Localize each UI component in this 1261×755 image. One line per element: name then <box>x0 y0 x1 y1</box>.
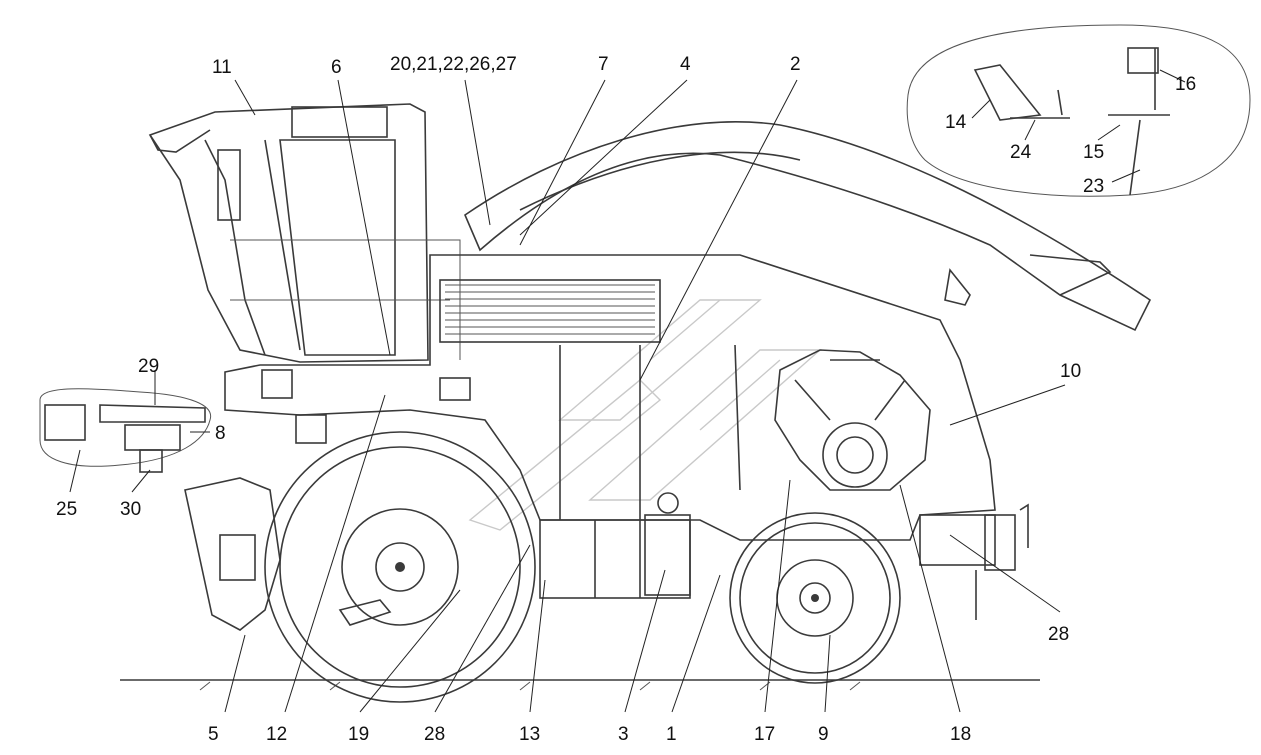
inset-spout-mech <box>906 24 1251 197</box>
callout-15: 15 <box>1083 142 1104 163</box>
callout-17: 17 <box>754 724 775 745</box>
ground-line <box>120 679 1040 691</box>
rear-wheel <box>729 512 901 684</box>
leader-lines <box>69 69 1186 713</box>
body <box>224 254 996 566</box>
callout-2: 2 <box>790 54 801 75</box>
callout-28-bottom: 28 <box>424 724 445 745</box>
callout-30: 30 <box>120 499 141 520</box>
front-wheel <box>264 431 536 703</box>
front-hydraulics <box>184 414 392 631</box>
callout-5: 5 <box>208 724 219 745</box>
callout-1: 1 <box>666 724 677 745</box>
rear-hitch <box>975 503 1029 620</box>
engine <box>774 349 931 491</box>
callout-8: 8 <box>215 423 226 444</box>
callout-28-right: 28 <box>1048 624 1069 645</box>
callout-12: 12 <box>266 724 287 745</box>
callout-24: 24 <box>1010 142 1032 163</box>
callout-18: 18 <box>950 724 971 745</box>
callout-labels: 11 6 20,21,22,26,27 7 4 2 14 24 16 15 23… <box>56 54 1196 745</box>
callout-25: 25 <box>56 499 77 520</box>
tank <box>539 492 691 599</box>
callout-14: 14 <box>945 112 967 133</box>
callout-3: 3 <box>618 724 629 745</box>
callout-19: 19 <box>348 724 369 745</box>
callout-11: 11 <box>212 57 232 78</box>
inset-mount <box>39 388 212 473</box>
callout-7: 7 <box>598 54 609 75</box>
callout-4: 4 <box>680 54 691 75</box>
callout-10: 10 <box>1060 361 1081 382</box>
callout-29: 29 <box>138 356 159 377</box>
callout-6: 6 <box>331 57 342 78</box>
callout-9: 9 <box>818 724 829 745</box>
callout-23: 23 <box>1083 176 1104 197</box>
callout-16: 16 <box>1175 74 1196 95</box>
watermark <box>468 299 822 531</box>
callout-13: 13 <box>519 724 540 745</box>
callout-20-21-22-26-27: 20,21,22,26,27 <box>390 54 517 75</box>
discharge-spout <box>464 121 1152 332</box>
cab <box>148 103 461 363</box>
